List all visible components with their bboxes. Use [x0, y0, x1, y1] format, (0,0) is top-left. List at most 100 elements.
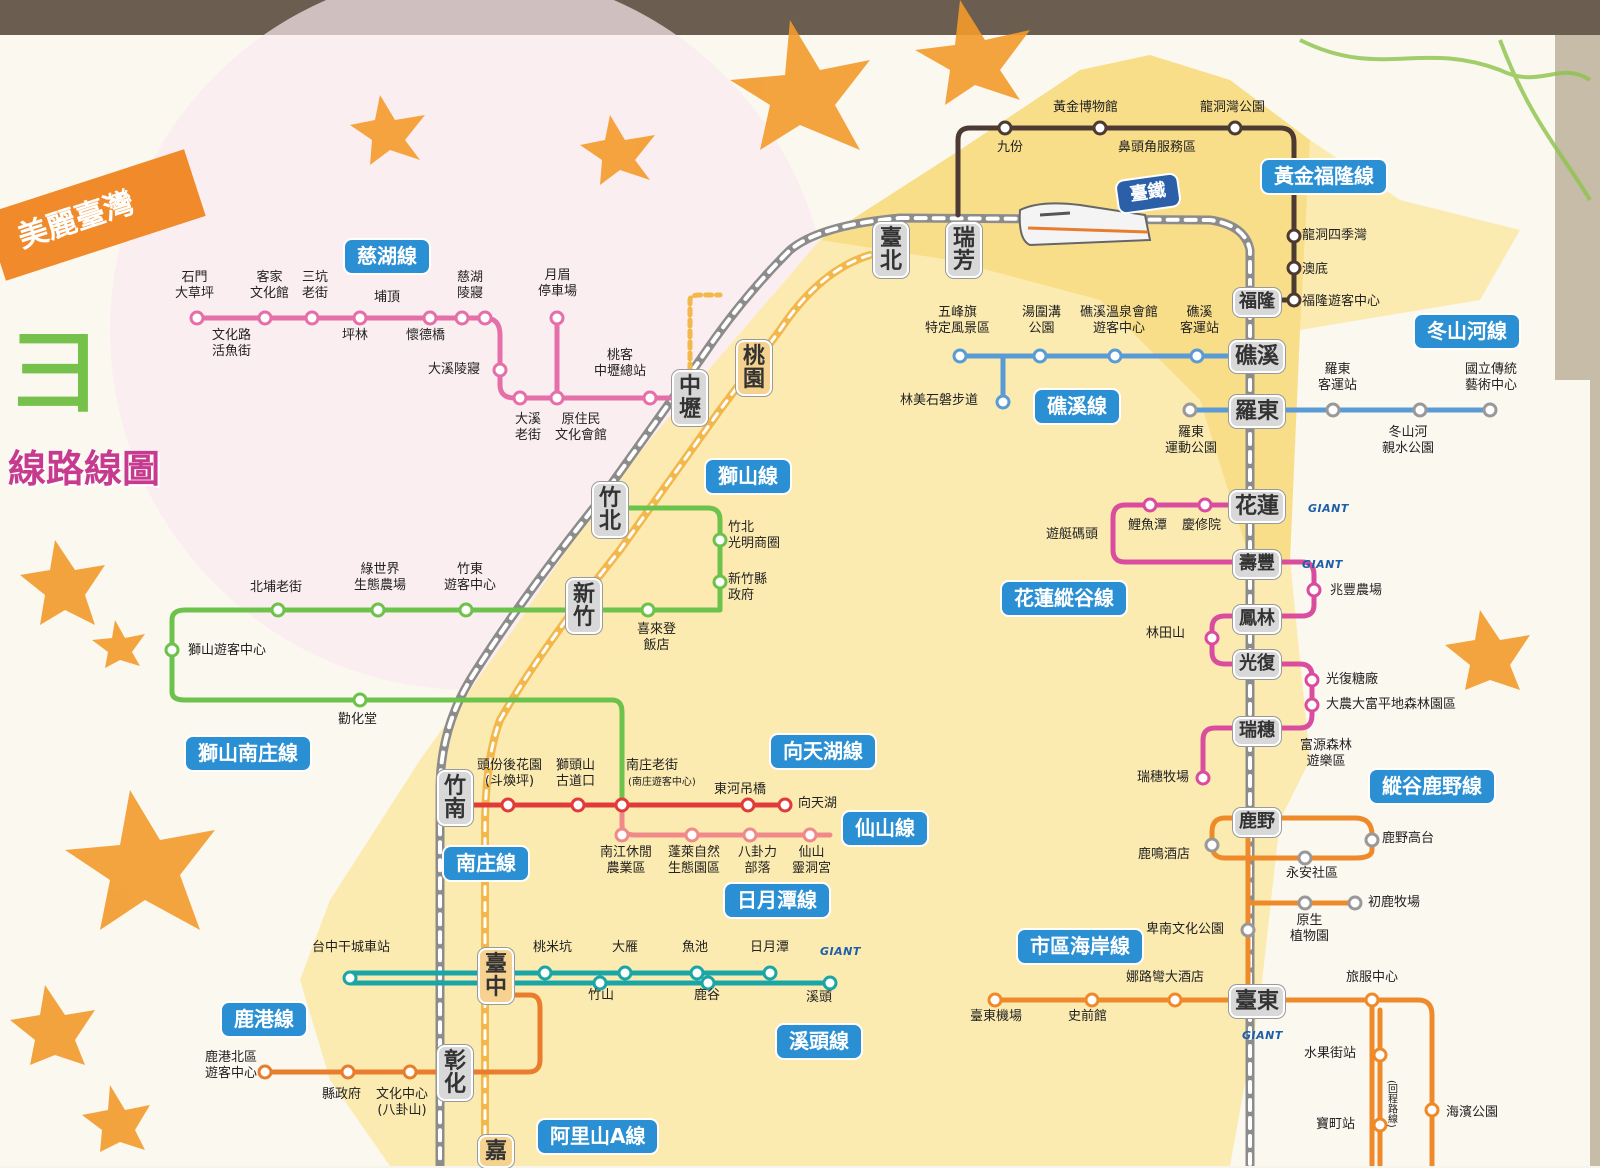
stop-dot[interactable] [1297, 850, 1313, 866]
route-label-dongshan[interactable]: 冬山河線 [1415, 315, 1519, 348]
station-luye[interactable]: 鹿野 [1233, 808, 1281, 837]
station-ruisui[interactable]: 瑞穗 [1233, 717, 1281, 746]
stop-dot[interactable] [1092, 120, 1108, 136]
stop-dot[interactable] [1372, 1047, 1388, 1063]
stop-dot[interactable] [952, 348, 968, 364]
station-jiaoxi[interactable]: 礁溪 [1229, 340, 1286, 374]
route-label-golden-fulong[interactable]: 黃金福隆線 [1262, 160, 1386, 193]
stop-dot[interactable] [1372, 1117, 1388, 1133]
stop-dot[interactable] [342, 970, 358, 986]
stop-dot[interactable] [1195, 770, 1211, 786]
stop-dot[interactable] [1084, 992, 1100, 1008]
stop-dot[interactable] [712, 532, 728, 548]
stop-dot[interactable] [477, 310, 493, 326]
station-zhongli[interactable]: 中壢 [672, 370, 708, 427]
stop-dot[interactable] [1197, 497, 1213, 513]
stop-dot[interactable] [1240, 922, 1256, 938]
stop-dot[interactable] [1424, 1102, 1440, 1118]
stop-dot[interactable] [500, 797, 516, 813]
stop-dot[interactable] [1182, 402, 1198, 418]
route-label-xitou[interactable]: 溪頭線 [777, 1025, 861, 1058]
route-label-lukang[interactable]: 鹿港線 [222, 1003, 306, 1036]
route-label-alishan[interactable]: 阿里山A線 [538, 1120, 658, 1153]
stop-dot[interactable] [1286, 260, 1302, 276]
stop-dot[interactable] [802, 827, 818, 843]
stop-dot[interactable] [777, 797, 793, 813]
stop-dot[interactable] [422, 310, 438, 326]
station-taichung[interactable]: 臺中 [478, 948, 514, 1005]
stop-dot[interactable] [1306, 582, 1322, 598]
stop-dot[interactable] [684, 827, 700, 843]
stop-dot[interactable] [995, 394, 1011, 410]
stop-dot[interactable] [257, 310, 273, 326]
stop-dot[interactable] [640, 602, 656, 618]
station-ruifang[interactable]: 瑞芳 [946, 222, 982, 279]
station-taipei[interactable]: 臺北 [873, 222, 909, 279]
stop-dot[interactable] [997, 120, 1013, 136]
route-label-xiangtianhu[interactable]: 向天湖線 [771, 735, 875, 768]
stop-dot[interactable] [1189, 348, 1205, 364]
stop-dot[interactable] [257, 1064, 273, 1080]
stop-dot[interactable] [1482, 402, 1498, 418]
stop-dot[interactable] [454, 310, 470, 326]
route-label-hualien-valley[interactable]: 花蓮縱谷線 [1002, 582, 1126, 615]
stop-dot[interactable] [512, 390, 528, 406]
stop-dot[interactable] [1325, 402, 1341, 418]
stop-dot[interactable] [1032, 348, 1048, 364]
route-label-luye[interactable]: 縱谷鹿野線 [1370, 770, 1494, 803]
stop-dot[interactable] [614, 797, 630, 813]
stop-dot[interactable] [164, 642, 180, 658]
stop-dot[interactable] [617, 965, 633, 981]
stop-dot[interactable] [1286, 228, 1302, 244]
stop-dot[interactable] [1204, 837, 1220, 853]
station-chiayi[interactable]: 嘉 [478, 1135, 514, 1168]
route-label-jiaoxi[interactable]: 礁溪線 [1035, 390, 1119, 423]
stop-dot[interactable] [762, 965, 778, 981]
stop-dot[interactable] [700, 975, 716, 991]
stop-dot[interactable] [370, 602, 386, 618]
stop-dot[interactable] [642, 390, 658, 406]
stop-dot[interactable] [189, 310, 205, 326]
stop-dot[interactable] [340, 1064, 356, 1080]
station-changhua[interactable]: 彰化 [437, 1045, 473, 1102]
station-hsinchu[interactable]: 新竹 [566, 578, 602, 635]
stop-dot[interactable] [352, 310, 368, 326]
route-label-shishan-nanzhuang[interactable]: 獅山南庄線 [186, 737, 310, 770]
stop-dot[interactable] [689, 965, 705, 981]
stop-dot[interactable] [1107, 348, 1123, 364]
station-guangfu[interactable]: 光復 [1233, 650, 1281, 679]
stop-dot[interactable] [1227, 120, 1243, 136]
route-label-nanzhuang[interactable]: 南庄線 [444, 847, 528, 880]
stop-dot[interactable] [822, 975, 838, 991]
station-taitung[interactable]: 臺東 [1229, 985, 1286, 1019]
stop-dot[interactable] [492, 362, 508, 378]
station-luodong[interactable]: 羅東 [1229, 395, 1286, 429]
stop-dot[interactable] [1304, 697, 1320, 713]
route-label-cihu[interactable]: 慈湖線 [345, 240, 429, 273]
stop-dot[interactable] [570, 797, 586, 813]
stop-dot[interactable] [537, 965, 553, 981]
stop-dot[interactable] [740, 797, 756, 813]
stop-dot[interactable] [304, 310, 320, 326]
station-zhubei[interactable]: 竹北 [592, 482, 628, 539]
stop-dot[interactable] [614, 827, 630, 843]
stop-dot[interactable] [1167, 992, 1183, 1008]
route-label-shishan[interactable]: 獅山線 [706, 460, 790, 493]
stop-dot[interactable] [742, 827, 758, 843]
stop-dot[interactable] [592, 975, 608, 991]
station-taoyuan[interactable]: 桃園 [736, 340, 772, 397]
stop-dot[interactable] [402, 1064, 418, 1080]
station-shoufeng[interactable]: 壽豐 [1233, 550, 1281, 579]
route-label-xianshan[interactable]: 仙山線 [843, 812, 927, 845]
station-hualien[interactable]: 花蓮 [1229, 490, 1286, 524]
station-zhunan[interactable]: 竹南 [437, 770, 473, 827]
stop-dot[interactable] [352, 692, 368, 708]
stop-dot[interactable] [1204, 630, 1220, 646]
route-label-city-coast[interactable]: 市區海岸線 [1018, 930, 1142, 963]
stop-dot[interactable] [1286, 292, 1302, 308]
station-fenglin[interactable]: 鳳林 [1233, 605, 1281, 634]
route-label-sun-moon-lake[interactable]: 日月潭線 [725, 884, 829, 917]
stop-dot[interactable] [1364, 832, 1380, 848]
stop-dot[interactable] [1304, 672, 1320, 688]
stop-dot[interactable] [458, 602, 474, 618]
